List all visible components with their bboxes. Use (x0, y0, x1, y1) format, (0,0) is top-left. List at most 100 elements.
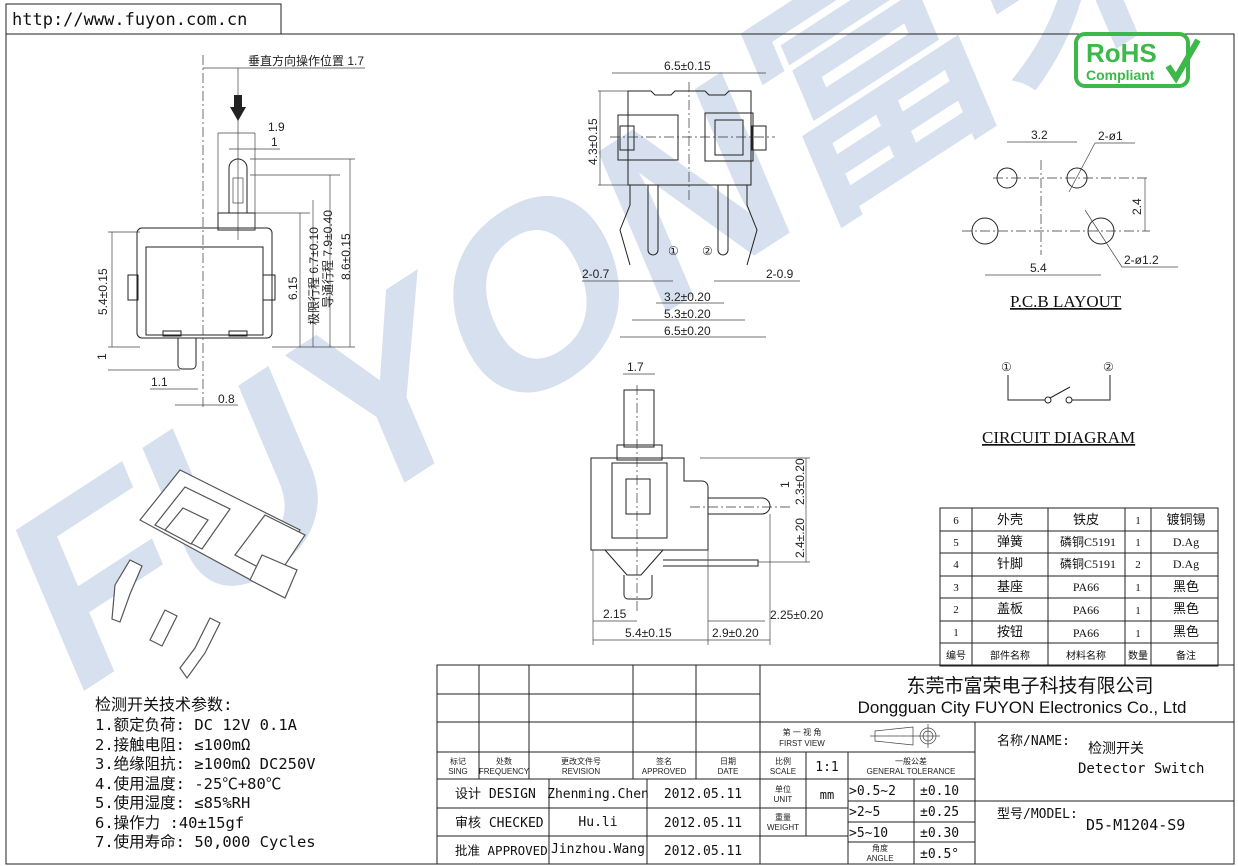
left-view-limit-travel-text: 极限行程 6.7±0.10 (306, 227, 321, 325)
specs-items-1-text: 2.接触电阻: ≤100mΩ (95, 736, 250, 754)
drawing-line (1072, 375, 1111, 401)
circuit-title-text: CIRCUIT DIAGRAM (982, 428, 1135, 447)
circuit-t1-text: ① (1001, 360, 1012, 374)
parts-table-rows-5-3-text: 1 (1135, 628, 1141, 640)
top-view-d-5-3-text: 5.3±0.20 (664, 307, 711, 321)
drawing-line (611, 462, 668, 539)
drawing-line (616, 444, 663, 461)
rohs-line2-text: Compliant (1086, 67, 1155, 83)
drawing-line (617, 114, 679, 161)
pcb-d-2-4-text: 2.4 (1130, 198, 1144, 215)
url-text[interactable]: http://www.fuyon.com.cn (12, 10, 247, 30)
title-block-rev-headers-3-en-text: APPROVED (642, 767, 687, 776)
title-block-scale-text: 1:1 (815, 760, 838, 775)
drawing-line (164, 507, 209, 545)
title-block-unit-en-text: UNIT (774, 795, 793, 804)
title-block-rev-headers-2-cn-text: 更改文件号 (561, 756, 601, 766)
parts-table-rows-1-3-text: 1 (1135, 537, 1141, 549)
top-view: 6.5±0.15 4.3±0.15 ① ② 2-0.7 2-0.9 3.2±0.… (582, 59, 800, 338)
parts-table-headers-3-text: 数量 (1128, 649, 1148, 662)
left-view-d-1-1-text: 1.1 (151, 375, 168, 389)
side-view-d-2-4-text: 2.4±.20 (793, 518, 807, 558)
parts-table-rows-1-1-text: 弹簧 (997, 534, 1023, 549)
rohs-line1-text: RoHS (1086, 38, 1157, 68)
title-block-rev-headers-4-en-text: DATE (718, 767, 739, 776)
parts-table-headers-0-text: 编号 (946, 649, 966, 662)
drawing-line (714, 119, 744, 156)
title-block-model-label-text: 型号/MODEL: (997, 807, 1078, 822)
side-view-d-2-3-text: 2.3±0.20 (793, 458, 807, 505)
parts-table-rows-5-4-text: 黑色 (1173, 624, 1199, 639)
title-block-first-view-en-text: FIRST VIEW (779, 739, 825, 748)
left-view-d-8-6-text: 8.6±0.15 (339, 233, 353, 280)
drawing-line (746, 185, 758, 266)
title-block-scale-en-text: SCALE (770, 767, 796, 776)
drawing-line (708, 497, 771, 515)
title-block-signoff-0-name-text: Zhenming.Chen (547, 787, 649, 802)
title-block-rev-headers-4-cn-text: 日期 (720, 757, 736, 766)
title-block-signoff-2-role-text: 批准 APPROVED (455, 843, 548, 858)
title-block-unit-cn-text: 单位 (775, 784, 791, 794)
table-header: 编号部件名称材料名称数量备注 (946, 649, 1196, 662)
title-block-tolerances-0-value-text: ±0.10 (920, 784, 959, 799)
drawing-line (228, 158, 248, 213)
title-block-unit-text: mm (820, 788, 834, 802)
drawing-line (1044, 396, 1052, 404)
side-view-d-1-7-text: 1.7 (627, 360, 644, 374)
title-block-weight-cn-text: 重量 (775, 812, 791, 822)
url-box (5, 3, 282, 35)
title-block-signoff-2-name-text: Jinzhou.Wang (551, 842, 645, 857)
parts-table-rows-1-4-text: D.Ag (1173, 535, 1199, 549)
drawing-line (717, 185, 729, 256)
title-block-tolerances-2-range-text: >5~10 (849, 826, 888, 841)
parts-table-rows-2-1-text: 针脚 (997, 556, 1023, 571)
parts-table-rows-5-0-text: 1 (953, 627, 959, 639)
title-block: 东莞市富荣电子科技有限公司 Dongguan City FUYON Electr… (436, 664, 1235, 865)
title-block-rev-headers-0-en-text: SING (448, 767, 468, 776)
drawing-line (1065, 396, 1073, 404)
parts-table-rows-0-1-text: 外壳 (997, 512, 1023, 527)
first-angle-projection-icon (870, 724, 940, 748)
front-view: 垂直方向操作位置 1.7 1.9 1 6.15 极限行程 6.7±0.10 导通… (95, 53, 365, 408)
specs-items-6-text: 7.使用寿命: 50,000 Cycles (95, 833, 316, 851)
title-block-tol-en-text: GENERAL TOLERANCE (867, 767, 956, 776)
top-view-pin2-text: ② (702, 244, 713, 258)
dim-vertical-position: 垂直方向操作位置 1.7 (248, 53, 364, 68)
top-view-width-text: 6.5±0.15 (664, 59, 711, 73)
title-block-tolerances-3-value-text: ±0.5° (920, 847, 959, 862)
title-block-rev-headers-3-cn-text: 签名 (656, 756, 672, 766)
parts-table-rows-0-3-text: 1 (1135, 515, 1141, 527)
title-block-rev-headers-1-en-text: FREQUENCY (479, 767, 530, 776)
parts-table-rows-3-2-text: PA66 (1073, 580, 1099, 594)
title-block-rev-headers-0-cn-text: 标记 (450, 756, 466, 766)
specs-title: 检测开关技术参数: (95, 695, 233, 714)
top-view-height-text: 4.3±0.15 (586, 118, 600, 165)
title-block-rev-headers-2-en-text: REVISION (562, 767, 600, 776)
top-view-pin-w2-text: 2-0.9 (766, 267, 794, 281)
title-block-angle-en-text: ANGLE (866, 854, 893, 863)
parts-table-rows-4-3-text: 1 (1135, 605, 1141, 617)
drawing-line (1007, 375, 1045, 401)
parts-table-rows-3-3-text: 1 (1135, 582, 1141, 594)
title-block-signoff-0-date-text: 2012.05.11 (664, 787, 742, 802)
title-block-signoff-1-date-text: 2012.05.11 (664, 816, 742, 831)
parts-table-rows-5-1-text: 按钮 (997, 624, 1023, 639)
left-view-d-1b-text: 1 (95, 353, 109, 360)
company-name-en: Dongguan City FUYON Electronics Co., Ltd (858, 698, 1187, 717)
left-view-conduct-travel-text: 导通行程 7.9±0.40 (320, 210, 335, 308)
parts-table-rows-0-0-text: 6 (953, 515, 959, 527)
left-view-d-0-8-text: 0.8 (218, 392, 235, 406)
drawing-line (619, 185, 631, 266)
parts-table-rows-2-0-text: 4 (953, 559, 959, 571)
drawing-line (217, 212, 256, 231)
drawing-line (590, 457, 709, 551)
parts-table-headers-4-text: 备注 (1176, 649, 1196, 662)
title-block-signoff-2-date-text: 2012.05.11 (664, 844, 742, 859)
drawing-line (162, 330, 182, 337)
parts-table-rows-0-2-text: 铁皮 (1073, 512, 1099, 527)
parts-table-rows-3-0-text: 3 (953, 582, 959, 594)
left-view-d-1-text: 1 (271, 135, 278, 149)
